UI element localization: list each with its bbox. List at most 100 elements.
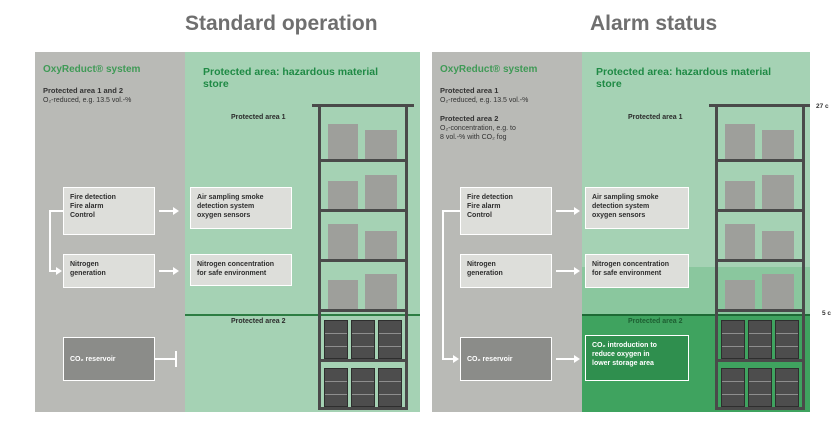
storage-block [365, 231, 397, 259]
co2-reservoir-box: CO₂ reservoir [460, 337, 552, 381]
protected-area-2-label: Protected area 2 [231, 318, 286, 325]
drum-stack [748, 320, 772, 359]
protected-area-2-title: Protected area 2 [440, 114, 499, 123]
edge-marker-top: 27 c [816, 103, 829, 110]
storage-block [365, 175, 397, 209]
connector-line [49, 270, 57, 272]
drum-stack [378, 320, 402, 359]
protected-area-1-desc: O₂-reduced, e.g. 13.5 vol.-% [440, 97, 529, 104]
storage-block [762, 231, 794, 259]
floor-beam [715, 259, 805, 262]
floor-beam [318, 407, 408, 410]
drum-stack [775, 320, 799, 359]
storage-block [762, 175, 794, 209]
protected-area-title: Protected area: hazardous material store [203, 66, 379, 90]
protected-area-title: Protected area: hazardous material store [596, 66, 772, 90]
building-post-right [802, 104, 805, 410]
drum-stack [351, 320, 375, 359]
arrow-right-icon [56, 267, 62, 275]
blocked-valve-line [175, 351, 177, 367]
connector-line [159, 270, 175, 272]
storage-block [725, 280, 755, 309]
floor-beam [318, 359, 408, 362]
floor-beam [715, 407, 805, 410]
building-post-left [318, 104, 321, 410]
connector-line [159, 210, 175, 212]
drum-stack [324, 320, 348, 359]
floor-beam [715, 359, 805, 362]
protected-area-1-label: Protected area 1 [231, 114, 286, 121]
drum-stack [721, 320, 745, 359]
building-post-right [405, 104, 408, 410]
standard-operation-panel: OxyReduct® system Protected area 1 and 2… [35, 52, 420, 412]
drum-stack [721, 368, 745, 407]
system-title: OxyReduct® system [440, 64, 538, 75]
roof-beam [709, 104, 810, 107]
floor-beam [318, 159, 408, 162]
arrow-right-icon [574, 207, 580, 215]
storage-building [709, 104, 810, 410]
drum-stack [748, 368, 772, 407]
arrow-right-icon [173, 207, 179, 215]
storage-block [328, 124, 358, 159]
storage-block [328, 280, 358, 309]
connector-line [556, 210, 576, 212]
storage-block [762, 130, 794, 159]
arrow-right-icon [453, 355, 459, 363]
protected-area-1-2-desc: O₂-reduced, e.g. 13.5 vol.-% [43, 97, 132, 104]
alarm-status-heading: Alarm status [590, 12, 718, 35]
floor-beam [318, 309, 408, 312]
storage-block [365, 274, 397, 309]
protected-area-2-desc-1: O₂-concentration, e.g. to [440, 125, 516, 132]
protected-area-2-label: Protected area 2 [628, 318, 683, 325]
co2-reservoir-box: CO₂ reservoir [63, 337, 155, 381]
standard-operation-heading: Standard operation [185, 12, 378, 35]
storage-block [725, 224, 755, 259]
storage-block [328, 224, 358, 259]
connector-line [155, 358, 175, 360]
area-divider-line [185, 314, 420, 316]
arrow-right-icon [574, 267, 580, 275]
edge-marker-bottom: 5 c [822, 310, 832, 317]
storage-block [725, 181, 755, 209]
protected-area-1-label: Protected area 1 [628, 114, 683, 121]
building-post-left [715, 104, 718, 410]
protected-area-1-2-title: Protected area 1 and 2 [43, 86, 124, 95]
connector-line [442, 210, 460, 212]
floor-beam [715, 309, 805, 312]
storage-block [725, 124, 755, 159]
floor-beam [318, 209, 408, 212]
floor-beam [715, 159, 805, 162]
connector-line [442, 210, 444, 360]
arrow-right-icon [574, 355, 580, 363]
roof-beam [312, 104, 414, 107]
connector-line [49, 210, 63, 212]
drum-stack [775, 368, 799, 407]
storage-block [762, 274, 794, 309]
storage-block [328, 181, 358, 209]
storage-building [312, 104, 414, 410]
system-title: OxyReduct® system [43, 64, 141, 75]
drum-stack [324, 368, 348, 407]
alarm-status-panel: OxyReduct® system Protected area 1 O₂-re… [432, 52, 810, 412]
protected-area-2-desc-2: 8 vol.-% with CO₂ fog [440, 134, 507, 141]
floor-beam [318, 259, 408, 262]
drum-stack [378, 368, 402, 407]
connector-line [49, 210, 51, 272]
protected-area-1-title: Protected area 1 [440, 86, 499, 95]
floor-beam [715, 209, 805, 212]
connector-line [556, 358, 576, 360]
connector-line [556, 270, 576, 272]
drum-stack [351, 368, 375, 407]
area-divider-line [582, 314, 810, 316]
connector-line [442, 358, 454, 360]
